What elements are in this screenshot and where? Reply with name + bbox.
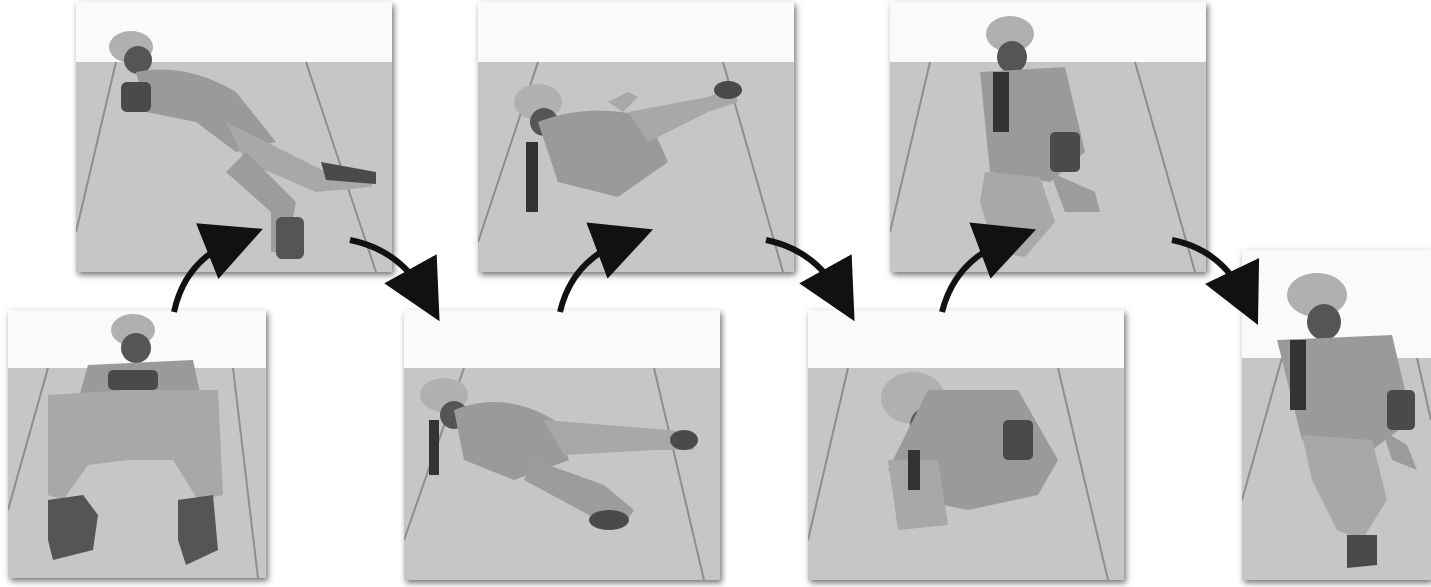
frame-1-photo	[8, 310, 266, 578]
frame-4-photo	[478, 2, 794, 272]
frame-7-photo	[1242, 250, 1431, 580]
frame-5-photo	[808, 310, 1124, 580]
frame-6-photo	[890, 2, 1206, 272]
frame-2-photo	[76, 2, 392, 272]
frame-3-photo	[404, 310, 720, 580]
